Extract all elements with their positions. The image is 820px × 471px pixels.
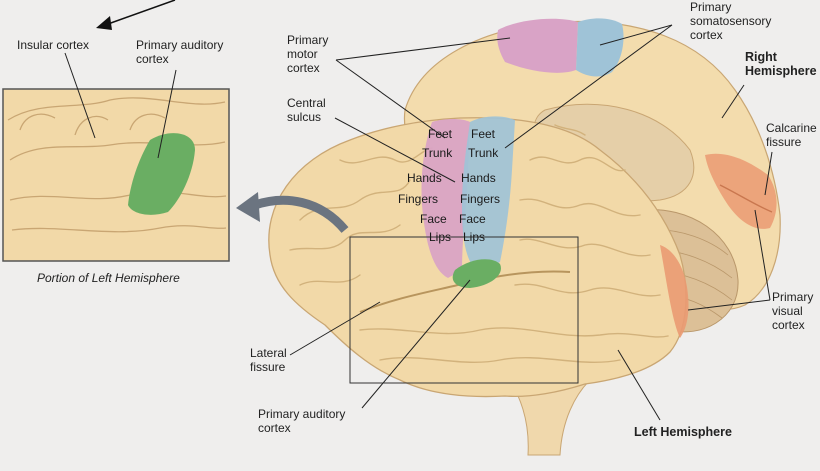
visual-cortex-right bbox=[705, 153, 777, 229]
motor-map-trunk: Trunk bbox=[422, 146, 453, 160]
sensory-map-face: Face bbox=[459, 212, 486, 226]
label-primary-auditory-main: Primary auditory cortex bbox=[258, 407, 346, 435]
label-central-sulcus: Central sulcus bbox=[287, 96, 326, 124]
somatosensory-cortex-top bbox=[576, 18, 624, 77]
calcarine-line bbox=[719, 184, 773, 213]
sensory-map-feet: Feet bbox=[471, 127, 496, 141]
leader-lines bbox=[64, 24, 773, 421]
label-left-hemisphere: Left Hemisphere bbox=[634, 425, 732, 439]
curved-arrow bbox=[253, 195, 349, 233]
label-primary-motor-cortex: Primary motor cortex bbox=[287, 33, 329, 75]
label-primary-visual-cortex: Primary visual cortex bbox=[772, 290, 814, 332]
label-lateral-fissure: Lateral fissure bbox=[250, 346, 287, 374]
somatosensory-cortex-strip bbox=[462, 116, 515, 272]
motor-map-fingers: Fingers bbox=[398, 192, 439, 206]
motor-cortex-strip bbox=[421, 119, 470, 278]
visual-cortex-left bbox=[660, 245, 689, 338]
auditory-cortex bbox=[452, 259, 501, 288]
motor-map-lips: Lips bbox=[429, 230, 452, 244]
inset-auditory-cortex bbox=[128, 133, 195, 215]
sensory-map-fingers: Fingers bbox=[460, 192, 501, 206]
magnifier-box bbox=[349, 236, 579, 384]
sensory-map-trunk: Trunk bbox=[468, 146, 499, 160]
top-arrow-line bbox=[107, 0, 176, 25]
motor-map-feet: Feet bbox=[428, 127, 453, 141]
label-primary-somatosensory-cortex: Primary somatosensory cortex bbox=[690, 0, 772, 42]
label-insular-cortex: Insular cortex bbox=[17, 38, 90, 52]
label-right-hemisphere: Right Hemisphere bbox=[745, 50, 817, 78]
label-primary-auditory-inset: Primary auditory cortex bbox=[136, 38, 224, 66]
label-calcarine-fissure: Calcarine fissure bbox=[766, 121, 817, 149]
top-arrow-head bbox=[96, 16, 112, 30]
label-inset-caption: Portion of Left Hemisphere bbox=[37, 271, 180, 285]
sensory-map-hands: Hands bbox=[461, 171, 496, 185]
motor-map-face: Face bbox=[420, 212, 447, 226]
curved-arrow-head bbox=[236, 192, 260, 222]
sensory-map-lips: Lips bbox=[463, 230, 486, 244]
motor-cortex-top bbox=[497, 18, 578, 73]
motor-map-hands: Hands bbox=[407, 171, 442, 185]
